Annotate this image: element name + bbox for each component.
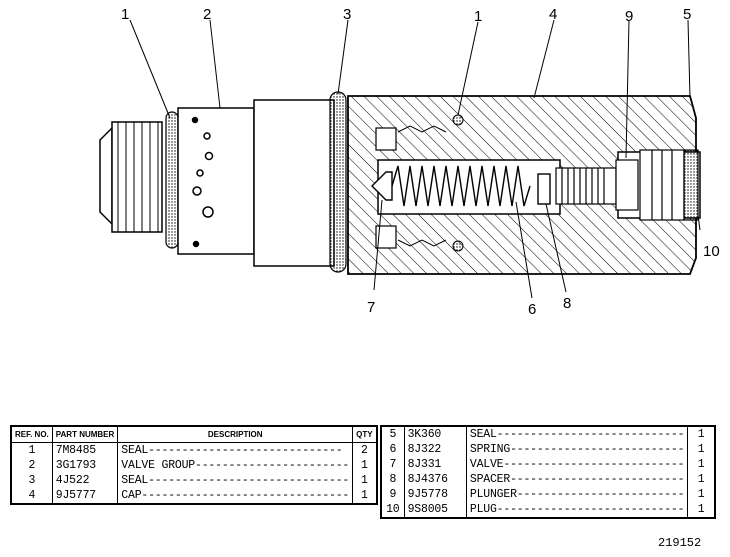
spacer — [537, 173, 551, 205]
callout-1-seal-left: 1 — [121, 6, 129, 23]
callout-1-seal-right: 1 — [474, 8, 482, 25]
part-number-cell: 9J5778 — [404, 487, 467, 502]
header-ref-no: REF. NO. — [11, 426, 53, 443]
table-row: 9 9J5778 PLUNGER------------------------… — [381, 487, 715, 502]
qty-cell: 1 — [697, 458, 705, 471]
description-cell: PLUG---------------------------- — [466, 502, 689, 518]
plunger — [555, 159, 639, 211]
description-cell: VALVE--------------------------- — [466, 457, 689, 472]
ref-cell: 2 — [11, 458, 53, 473]
valve-group-body — [177, 99, 335, 267]
callout-10-plug: 10 — [703, 243, 720, 260]
description-cell: SPACER-------------------------- — [466, 472, 689, 487]
table-row: 2 3G1793 VALVE GROUP--------------------… — [11, 458, 377, 473]
table-row: 4 9J5777 CAP----------------------------… — [11, 488, 377, 504]
qty-cell: 1 — [697, 503, 705, 516]
table-row: 7 8J331 VALVE---------------------------… — [381, 457, 715, 472]
callout-5-seal: 5 — [683, 6, 691, 23]
table-row: 10 9S8005 PLUG--------------------------… — [381, 502, 715, 518]
ref-cell: 6 — [381, 442, 405, 457]
callout-4-cap: 4 — [549, 6, 557, 23]
table-row: 1 7M8485 SEAL---------------------------… — [11, 442, 377, 458]
part-number-cell: 3K360 — [404, 426, 467, 442]
part-number-cell: 9S8005 — [404, 502, 467, 518]
table-header-row: REF. NO. PART NUMBER DESCRIPTION QTY — [11, 426, 377, 443]
part-number-cell: 8J4376 — [404, 472, 467, 487]
qty-cell: 1 — [361, 489, 368, 502]
ref-cell: 1 — [11, 442, 53, 458]
seal-ring-center — [329, 91, 347, 273]
qty-cell: 1 — [361, 474, 368, 487]
ref-cell: 3 — [11, 473, 53, 488]
table-row: 8 8J4376 SPACER-------------------------… — [381, 472, 715, 487]
ref-cell: 9 — [381, 487, 405, 502]
description-cell: PLUNGER------------------------- — [466, 487, 689, 502]
ref-cell: 8 — [381, 472, 405, 487]
callout-7-valve: 7 — [367, 299, 375, 316]
spring-coil — [391, 165, 531, 207]
table-row: 5 3K360 SEAL----------------------------… — [381, 426, 715, 442]
qty-cell: 1 — [361, 459, 368, 472]
ref-cell: 5 — [381, 426, 405, 442]
part-number-cell: 4J522 — [52, 473, 119, 488]
callout-8-spacer: 8 — [563, 295, 571, 312]
callout-2-valve-group: 2 — [203, 6, 211, 23]
parts-list-table-left: REF. NO. PART NUMBER DESCRIPTION QTY 1 7… — [10, 425, 378, 505]
qty-cell: 2 — [361, 444, 368, 457]
description-cell: SEAL------------------------------ — [117, 473, 354, 488]
part-number-cell: 8J331 — [404, 457, 467, 472]
description-cell: VALVE GROUP----------------------- — [117, 458, 354, 473]
callout-9-plunger: 9 — [625, 8, 633, 25]
header-description: DESCRIPTION — [117, 426, 354, 443]
ref-cell: 4 — [11, 488, 53, 504]
figure-number: 219152 — [658, 536, 702, 550]
ref-cell: 7 — [381, 457, 405, 472]
qty-cell: 1 — [697, 428, 705, 441]
seal-ring-left — [165, 111, 179, 249]
description-cell: CAP------------------------------- — [117, 488, 354, 504]
description-cell: SEAL----------------------------- — [117, 442, 354, 458]
valve-group-cross-section-drawing: 1 2 3 1 4 9 5 10 7 6 8 — [99, 6, 720, 318]
qty-cell: 1 — [697, 488, 705, 501]
header-part-number: PART NUMBER — [52, 426, 119, 443]
part-number-cell: 9J5777 — [52, 488, 119, 504]
table-row: 3 4J522 SEAL----------------------------… — [11, 473, 377, 488]
callout-6-spring: 6 — [528, 301, 536, 318]
qty-cell: 1 — [697, 443, 705, 456]
table-row: 6 8J322 SPRING--------------------------… — [381, 442, 715, 457]
part-number-cell: 7M8485 — [52, 442, 119, 458]
threaded-fitting — [99, 121, 163, 233]
ref-cell: 10 — [381, 502, 405, 518]
parts-list-table-right: 5 3K360 SEAL----------------------------… — [380, 425, 716, 519]
header-qty: QTY — [352, 426, 377, 443]
callout-leaders — [129, 19, 701, 299]
description-cell: SPRING-------------------------- — [466, 442, 689, 457]
plug — [639, 149, 699, 221]
part-number-cell: 8J322 — [404, 442, 467, 457]
qty-cell: 1 — [697, 473, 705, 486]
callout-3-seal: 3 — [343, 6, 351, 23]
description-cell: SEAL---------------------------- — [466, 426, 689, 442]
part-number-cell: 3G1793 — [52, 458, 119, 473]
